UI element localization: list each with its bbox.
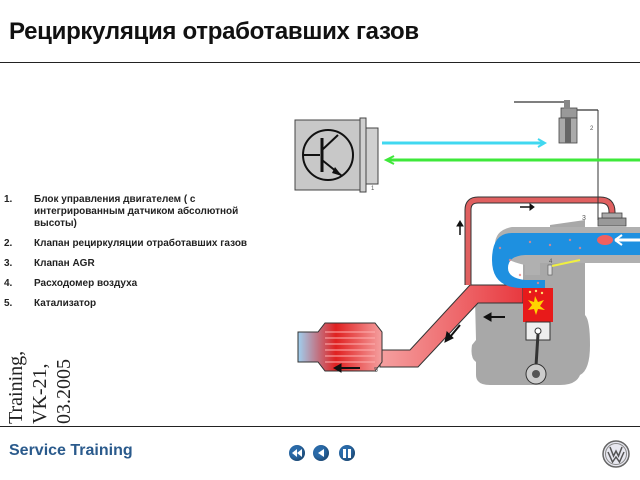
component-legend: 1. Блок управления двигателем ( с интегри… xyxy=(4,194,274,318)
legend-item-number: 2. xyxy=(4,238,13,249)
back-icon xyxy=(318,449,324,457)
egr-diagram: 5 3 4 xyxy=(294,100,640,385)
legend-item-label: Расходомер воздуха xyxy=(34,278,138,289)
legend-item: 5. Катализатор xyxy=(4,298,274,310)
legend-item-label: Катализатор xyxy=(34,298,97,309)
legend-item-label: Клапан AGR xyxy=(34,258,95,269)
agr-valve: 3 xyxy=(582,212,627,227)
callout-1: 1 xyxy=(371,186,375,192)
legend-item-number: 5. xyxy=(4,298,13,309)
flow-arrows xyxy=(332,203,535,373)
pause-button[interactable] xyxy=(339,445,355,461)
pause-icon xyxy=(343,448,351,458)
vw-logo xyxy=(602,440,630,468)
header-divider xyxy=(0,62,640,63)
legend-item-number: 1. xyxy=(4,194,13,205)
legend-item: 3. Клапан AGR xyxy=(4,258,274,270)
legend-item-number: 3. xyxy=(4,258,13,269)
callout-2: 2 xyxy=(590,126,594,132)
egr-pipe xyxy=(464,196,616,285)
training-note-line: Training, xyxy=(5,350,27,424)
callout-3: 3 xyxy=(582,215,586,222)
egr-solenoid-valve: 2 xyxy=(514,100,599,220)
page-title: Рециркуляция отработавших газов xyxy=(9,18,419,45)
legend-item: 2. Клапан рециркуляции отработавших газов xyxy=(4,238,274,250)
signal-lines xyxy=(382,138,640,165)
callout-5: 5 xyxy=(374,367,378,374)
callout-4: 4 xyxy=(549,259,553,265)
rewind-button[interactable] xyxy=(289,445,305,461)
engine-control-unit: 1 xyxy=(294,117,379,193)
training-note-line: VK-21, xyxy=(29,363,51,424)
air-mass-meter: 4 xyxy=(547,259,581,276)
footer-divider xyxy=(0,426,640,427)
rewind-icon xyxy=(292,449,302,457)
intake-manifold xyxy=(492,227,640,288)
legend-item-label: Клапан рециркуляции отработавших газов xyxy=(34,238,248,249)
training-note-line: 03.2005 xyxy=(53,359,75,424)
cylinder xyxy=(523,288,553,385)
training-note: Training, VK-21, 03.2005 xyxy=(4,334,76,424)
legend-item-number: 4. xyxy=(4,278,13,289)
exhaust-pipe xyxy=(379,284,524,368)
footer-brand: Service Training xyxy=(9,442,133,459)
catalyst: 5 xyxy=(297,322,383,374)
legend-item-label: Блок управления двигателем ( с интегриро… xyxy=(34,194,239,229)
back-button[interactable] xyxy=(313,445,329,461)
legend-item: 1. Блок управления двигателем ( с интегри… xyxy=(4,194,274,230)
legend-item: 4. Расходомер воздуха xyxy=(4,278,274,290)
